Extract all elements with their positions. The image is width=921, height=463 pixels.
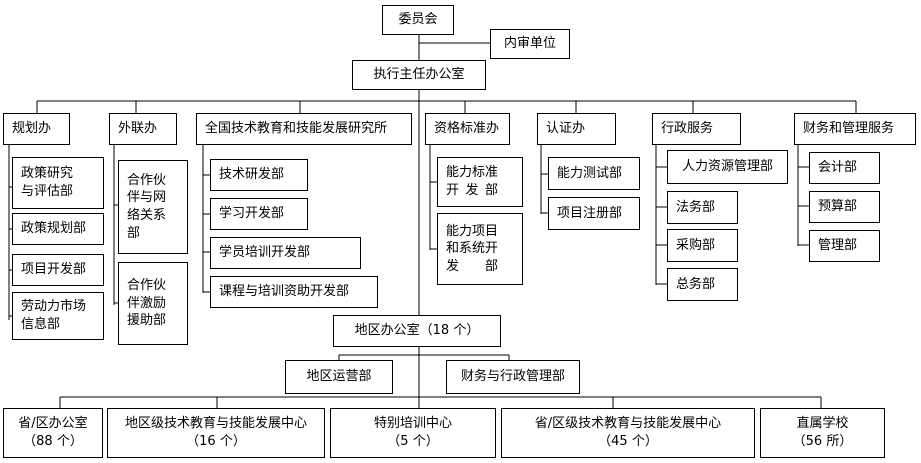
bottom-provincial-centers-count: （45 个） bbox=[598, 434, 658, 449]
bottom-provincial-centers[interactable]: 省/区级技术教育与技能发展中心 （45 个） bbox=[501, 408, 755, 458]
unit-competency-testing[interactable]: 能力测试部 bbox=[548, 157, 640, 190]
executive-office-box[interactable]: 执行主任办公室 bbox=[352, 60, 486, 90]
regional-operations-box[interactable]: 地区运营部 bbox=[285, 360, 393, 394]
unit-management[interactable]: 管理部 bbox=[809, 230, 880, 262]
bottom-direct-schools[interactable]: 直属学校 （56 所） bbox=[760, 408, 885, 458]
regional-finance-admin-box[interactable]: 财务与行政管理部 bbox=[446, 360, 580, 394]
bottom-provincial-office-name: 省/区办公室 bbox=[18, 416, 88, 432]
dept-finance[interactable]: 财务和管理服务 bbox=[794, 113, 916, 145]
unit-general-affairs[interactable]: 总务部 bbox=[667, 268, 738, 301]
bottom-special-training[interactable]: 特别培训中心 （5 个） bbox=[330, 408, 496, 458]
regional-office-box[interactable]: 地区办公室（18 个） bbox=[333, 315, 501, 347]
unit-legal[interactable]: 法务部 bbox=[667, 191, 738, 224]
unit-budget[interactable]: 预算部 bbox=[809, 191, 880, 223]
unit-partner-network[interactable]: 合作伙 伴与网 络关系 部 bbox=[118, 160, 188, 254]
internal-audit-box[interactable]: 内审单位 bbox=[490, 29, 570, 59]
unit-learning-dev[interactable]: 学习开发部 bbox=[210, 198, 308, 230]
dept-external[interactable]: 外联办 bbox=[109, 113, 177, 145]
dept-planning[interactable]: 规划办 bbox=[3, 113, 70, 145]
bottom-special-training-count: （5 个） bbox=[387, 434, 439, 449]
bottom-provincial-office-count: （88 个） bbox=[23, 434, 83, 449]
dept-qualification[interactable]: 资格标准办 bbox=[425, 113, 510, 145]
unit-trainee-training[interactable]: 学员培训开发部 bbox=[210, 237, 361, 269]
committee-box[interactable]: 委员会 bbox=[382, 5, 454, 35]
bottom-regional-centers-count: （16 个） bbox=[186, 434, 246, 449]
unit-project-development[interactable]: 项目开发部 bbox=[12, 254, 104, 286]
unit-competency-programs[interactable]: 能力项目 和系统开 发部 bbox=[437, 213, 523, 285]
unit-policy-planning[interactable]: 政策规划部 bbox=[12, 213, 104, 245]
unit-tech-rd[interactable]: 技术研发部 bbox=[210, 159, 308, 191]
dept-certification[interactable]: 认证办 bbox=[537, 113, 616, 145]
bottom-regional-centers-name: 地区级技术教育与技能发展中心 bbox=[124, 416, 307, 432]
unit-accounting[interactable]: 会计部 bbox=[809, 152, 880, 184]
bottom-provincial-office[interactable]: 省/区办公室 （88 个） bbox=[3, 408, 103, 458]
bottom-provincial-centers-name: 省/区级技术教育与技能发展中心 bbox=[534, 416, 722, 432]
bottom-regional-centers[interactable]: 地区级技术教育与技能发展中心 （16 个） bbox=[107, 408, 325, 458]
unit-procurement[interactable]: 采购部 bbox=[667, 229, 738, 262]
unit-curriculum-funding[interactable]: 课程与培训资助开发部 bbox=[210, 276, 378, 308]
unit-policy-research[interactable]: 政策研究 与评估部 bbox=[12, 157, 104, 209]
bottom-direct-schools-name: 直属学校 bbox=[796, 416, 849, 432]
unit-partner-incentive[interactable]: 合作伙 伴激励 援助部 bbox=[118, 262, 188, 345]
unit-labor-market-info[interactable]: 劳动力市场 信息部 bbox=[12, 292, 104, 340]
unit-competency-standards[interactable]: 能力标准 开发部 bbox=[437, 157, 523, 207]
unit-human-resources[interactable]: 人力资源管理部 bbox=[667, 150, 788, 184]
dept-administration[interactable]: 行政服务 bbox=[652, 113, 741, 145]
dept-research-institute[interactable]: 全国技术教育和技能发展研究所 bbox=[196, 113, 412, 145]
unit-program-registration[interactable]: 项目注册部 bbox=[548, 197, 640, 230]
bottom-special-training-name: 特别培训中心 bbox=[373, 416, 452, 432]
bottom-direct-schools-count: （56 所） bbox=[792, 434, 853, 449]
